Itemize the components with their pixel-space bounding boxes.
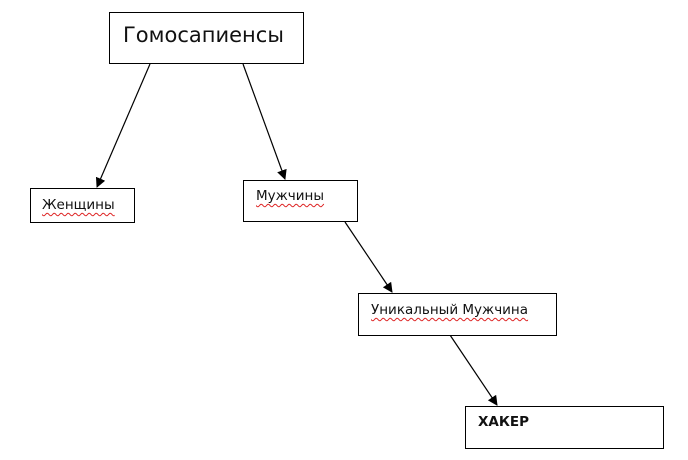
arrow-men-to-unique-man xyxy=(344,221,393,293)
node-men-label: Мужчины xyxy=(256,188,325,204)
arrow-root-to-men xyxy=(242,63,287,180)
node-hacker-label: ХАКЕР xyxy=(478,414,530,430)
node-root-label: Гомосапиенсы xyxy=(123,23,284,47)
node-unique-man[interactable]: Уникальный Мужчина xyxy=(358,293,557,336)
node-men[interactable]: Мужчины xyxy=(243,180,358,222)
arrow-unique-man-to-hacker xyxy=(449,334,498,406)
node-hacker[interactable]: ХАКЕР xyxy=(465,406,664,449)
node-women-label: Женщины xyxy=(42,197,115,213)
node-unique-man-label: Уникальный Мужчина xyxy=(371,302,529,318)
node-root[interactable]: Гомосапиенсы xyxy=(109,12,304,64)
node-women[interactable]: Женщины xyxy=(30,188,135,223)
arrow-root-to-women xyxy=(95,63,151,188)
